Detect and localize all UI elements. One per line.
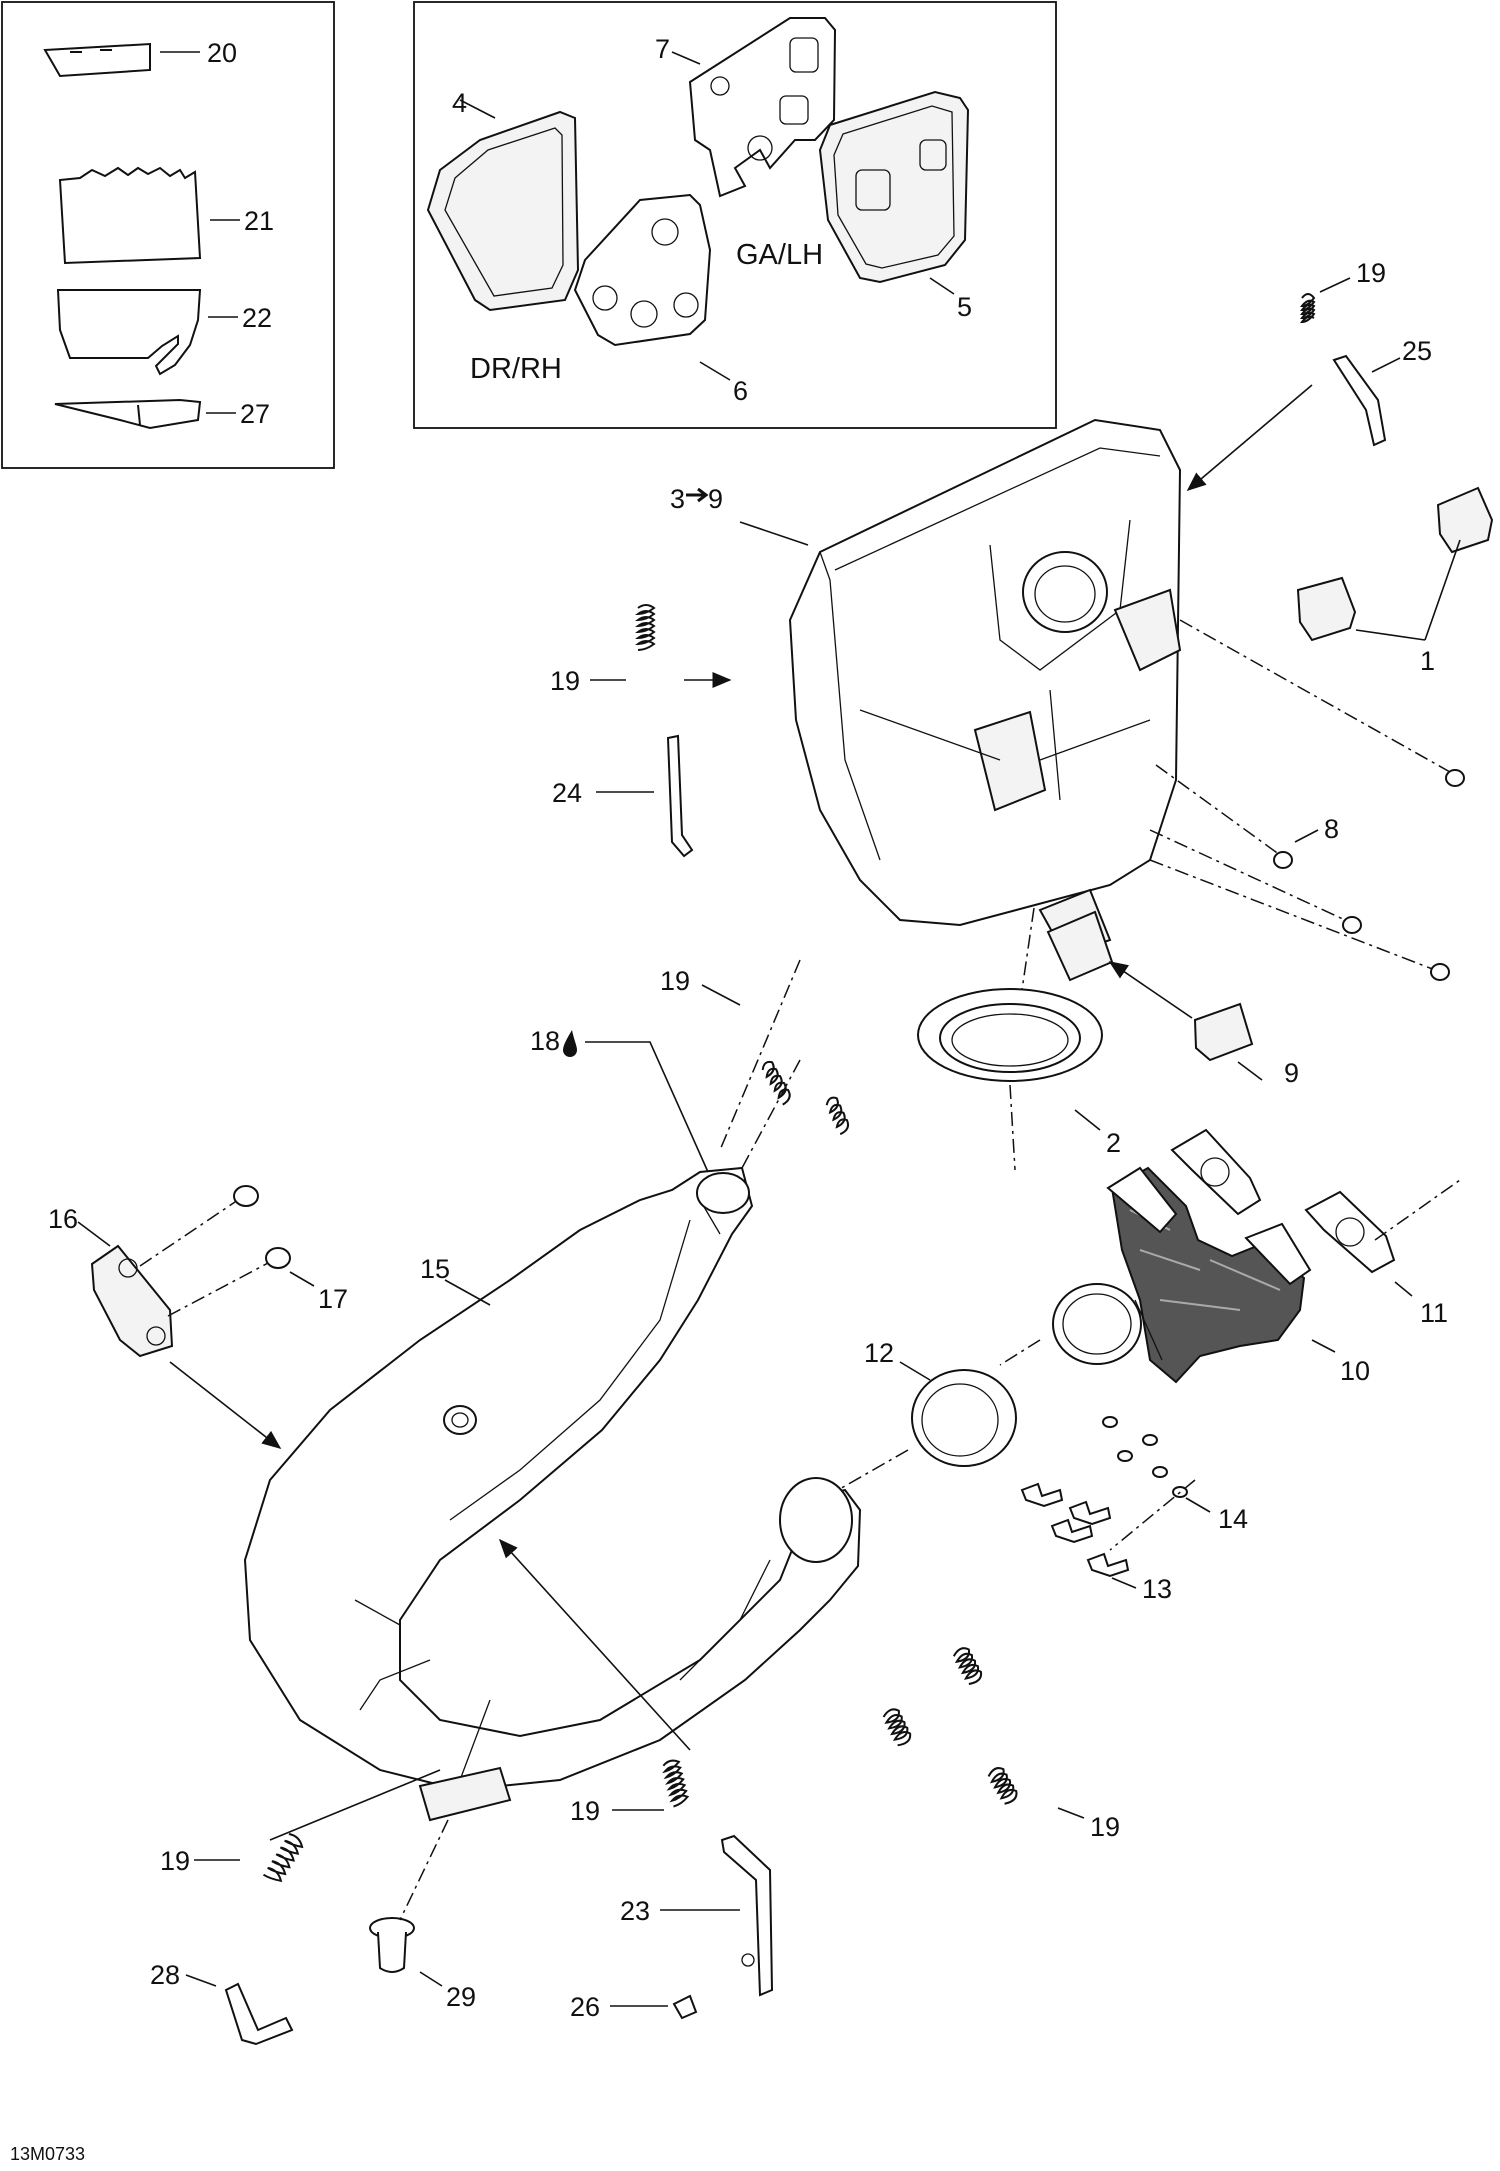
bracket-24: 24 [552,734,694,858]
part-1: 1 [1296,486,1494,676]
decal-20: 20 [43,38,237,78]
heat-shield-6: 6 DR/RH [470,193,748,406]
bracket-28: 28 [150,1960,294,2046]
callout-5: 5 [957,292,972,322]
callout-26: 26 [570,1992,600,2022]
seal-ring-12: 12 [864,1338,1017,1467]
callout-19-centre: 19 [660,966,690,996]
callout-3: 3 [670,484,685,514]
decal-inset-box [1,1,335,469]
callout-12: 12 [864,1338,894,1368]
spring-19-bottom-centre: 19 [570,1759,690,1826]
bracket-16: 16 [48,1204,174,1358]
right-arrow-icon [686,487,709,503]
callout-20: 20 [207,38,237,68]
callout-9: 9 [1284,1058,1299,1088]
heat-shield-4: 4 [426,88,580,312]
heat-shield-7: 7 [655,17,837,198]
callout-1: 1 [1420,646,1435,676]
callout-13: 13 [1142,1574,1172,1604]
bracket-25: 25 [1332,336,1432,447]
springs-19-bottom-right: 19 [882,1647,1120,1842]
callout-19-mid-left: 19 [550,666,580,696]
callout-16: 16 [48,1204,78,1234]
nuts-14: 14 [1102,1416,1248,1534]
callout-2: 2 [1106,1128,1121,1158]
callout-21: 21 [244,206,274,236]
callout-19-bottom-centre: 19 [570,1796,600,1826]
callout-3-ref: 9 [708,484,723,514]
callout-15: 15 [420,1254,450,1284]
callout-14: 14 [1218,1504,1248,1534]
callout-10: 10 [1340,1356,1370,1386]
callout-18: 18 [530,1026,560,1056]
muffler-3: 3 9 [670,418,1182,957]
rubber-ring-2: 2 [917,988,1121,1158]
callout-28: 28 [150,1960,180,1990]
callout-6: 6 [733,376,748,406]
screws-13: 13 [1020,1482,1172,1604]
callout-7: 7 [655,34,670,64]
decal-21: 21 [58,166,274,265]
callout-19-bottom-left: 19 [160,1846,190,1876]
screw-26: 26 [570,1992,698,2022]
grommet-29: 29 [369,1917,476,2012]
expansion-chamber-15: 15 [243,1166,862,1822]
callout-27: 27 [240,399,270,429]
inset-label-ga-lh: GA/LH [736,239,823,271]
callout-29: 29 [446,1982,476,2012]
callout-23: 23 [620,1896,650,1926]
spring-19-top-right: 19 [1299,258,1386,324]
decal-27: 27 [54,398,270,430]
clamp-9: 9 [1046,910,1299,1088]
figure-reference: 13M0733 [10,2144,85,2164]
spring-19-bottom-left: 19 [160,1832,304,1883]
spring-19-centre: 19 [660,966,850,1136]
heat-shield-5: 5 GA/LH [736,90,972,322]
exhaust-manifold-10: 10 [1052,1166,1370,1386]
callout-19-bottom-right: 19 [1090,1812,1120,1842]
bracket-23: 23 [620,1834,774,1997]
decal-22: 22 [56,289,272,376]
gasket-11: 11 [1170,1128,1448,1328]
callout-24: 24 [552,778,582,808]
callout-11: 11 [1420,1298,1448,1328]
inset-label-dr-rh: DR/RH [470,353,562,385]
callout-4: 4 [452,88,467,118]
callout-17: 17 [318,1284,348,1314]
drop-icon [563,1030,577,1057]
callout-22: 22 [242,303,272,333]
callout-8: 8 [1324,814,1339,844]
spring-19-mid-left: 19 [550,604,732,696]
callout-25: 25 [1402,336,1432,366]
heat-shield-inset-box [413,1,1057,429]
callout-19-top: 19 [1356,258,1386,288]
